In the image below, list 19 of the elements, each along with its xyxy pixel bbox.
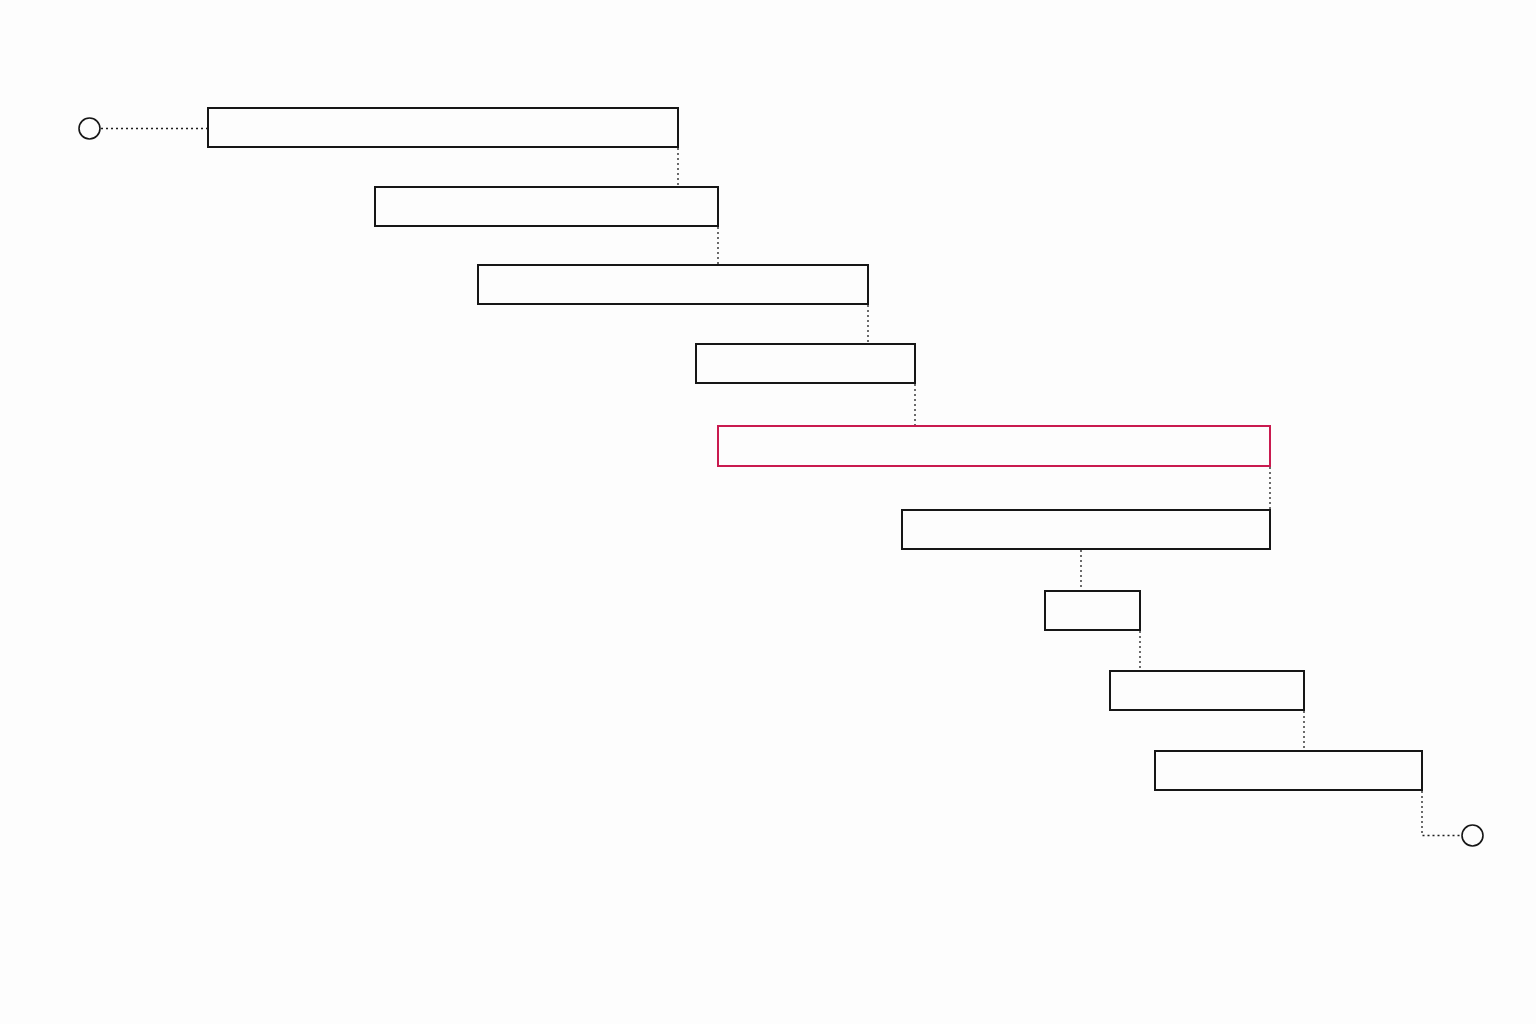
- milestone-circle: [1461, 824, 1484, 847]
- task-bar: [374, 186, 719, 227]
- connector-line: [1421, 790, 1462, 837]
- connector-line: [914, 383, 916, 426]
- task-bar: [901, 509, 1271, 550]
- milestone-circle: [78, 117, 101, 140]
- connector-line: [1303, 710, 1305, 751]
- task-bar: [717, 425, 1271, 467]
- task-bar: [207, 107, 679, 148]
- task-bar: [1154, 750, 1423, 791]
- task-bar: [1109, 670, 1305, 711]
- connector-line: [1139, 630, 1141, 671]
- connector-line: [717, 226, 719, 265]
- connector-line: [1269, 466, 1271, 510]
- connector-line: [677, 147, 679, 187]
- task-bar: [477, 264, 869, 305]
- connector-line: [867, 304, 869, 344]
- task-bar: [1044, 590, 1141, 631]
- task-bar: [695, 343, 916, 384]
